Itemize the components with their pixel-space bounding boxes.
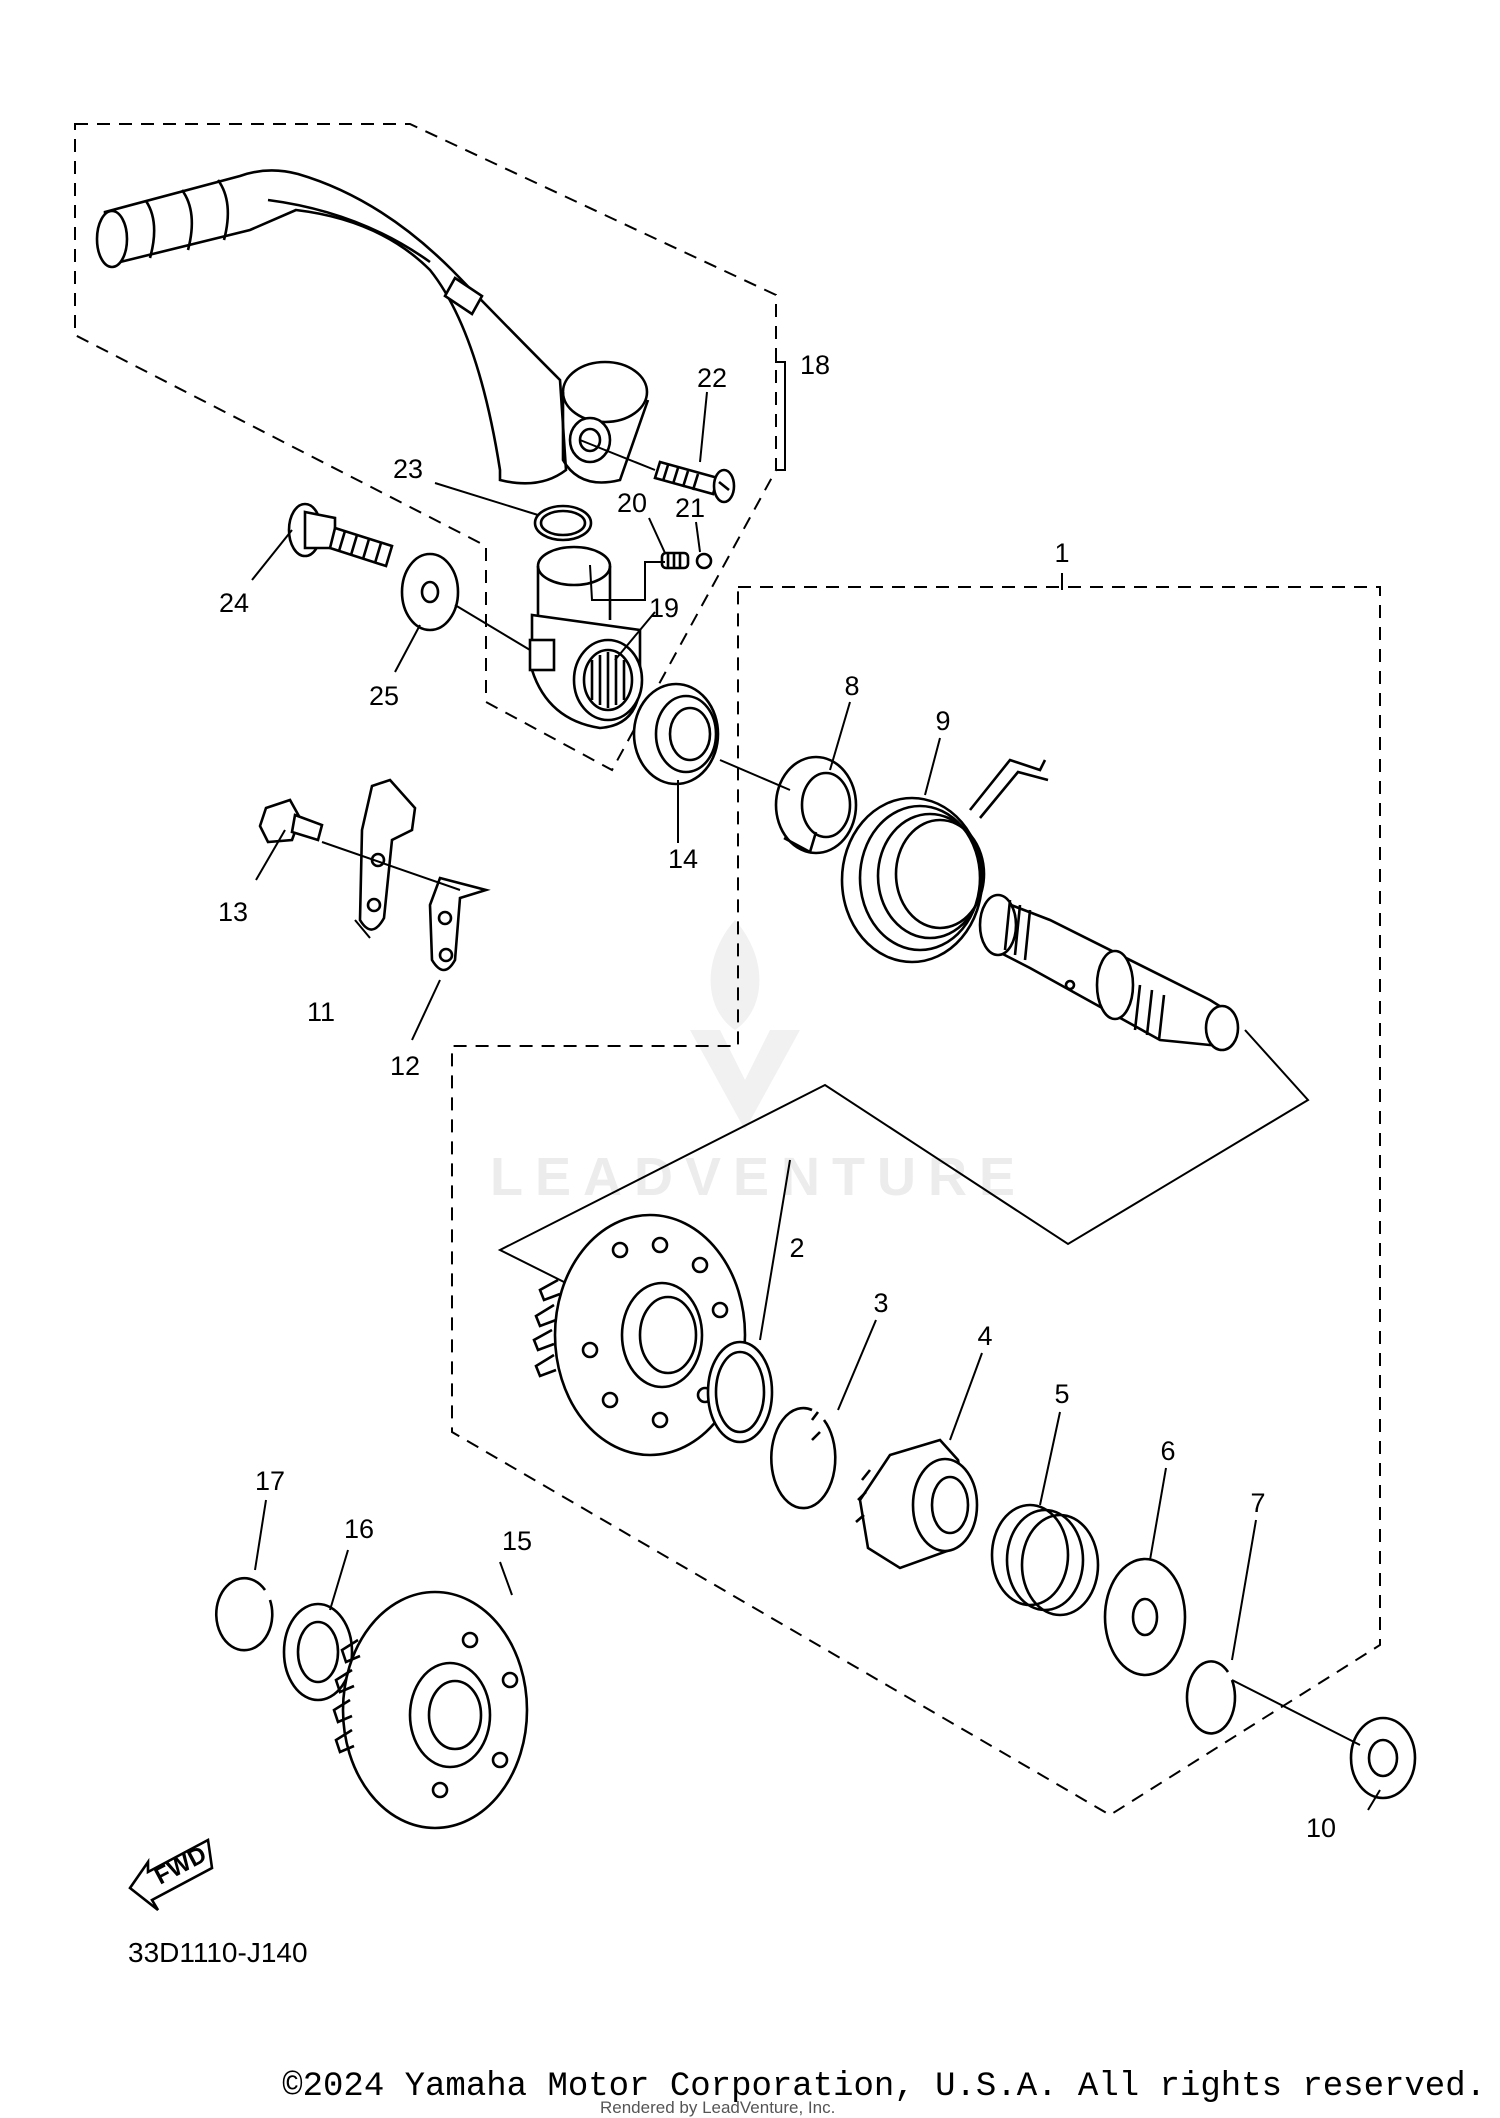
washer-2-part xyxy=(706,1340,774,1444)
callout-14: 14 xyxy=(668,844,698,874)
callout-7: 7 xyxy=(1250,1488,1265,1518)
ratchet-4-part xyxy=(855,1438,979,1570)
callout-21: 21 xyxy=(675,493,705,523)
circlip-3-part xyxy=(769,1406,837,1510)
callout-6: 6 xyxy=(1160,1436,1175,1466)
torsion-spring-9-part xyxy=(840,758,1049,964)
callout-4: 4 xyxy=(977,1321,992,1351)
o-ring-23-part xyxy=(533,504,593,542)
callout-13: 13 xyxy=(218,897,248,927)
group-1-boundary xyxy=(451,586,1381,1817)
callout-23: 23 xyxy=(393,454,423,484)
kick-lever-part xyxy=(95,169,650,485)
callout-2: 2 xyxy=(789,1233,804,1263)
callout-17: 17 xyxy=(255,1466,285,1496)
callout-1: 1 xyxy=(1054,538,1069,568)
washer-6-part xyxy=(1103,1557,1187,1677)
kick-gear-part xyxy=(532,1213,747,1457)
callout-25: 25 xyxy=(369,681,399,711)
callout-18: 18 xyxy=(800,350,830,380)
fwd-arrow-icon: FWD xyxy=(128,1837,214,1912)
bolt-24-part xyxy=(287,502,394,568)
circlip-7-part xyxy=(1185,1660,1237,1735)
kick-boss-19-part xyxy=(528,545,644,730)
callout-9: 9 xyxy=(935,706,950,736)
callout-8: 8 xyxy=(844,671,859,701)
idle-gear-15-part xyxy=(332,1590,529,1830)
washer-16-part xyxy=(282,1602,354,1702)
kick-shaft-part xyxy=(978,893,1240,1052)
callout-19: 19 xyxy=(649,593,679,623)
callout-24: 24 xyxy=(219,588,249,618)
copyright-notice: ©2024 Yamaha Motor Corporation, U.S.A. A… xyxy=(282,2068,1486,2106)
callout-22: 22 xyxy=(697,363,727,393)
stopper-guide-12-part xyxy=(428,876,491,972)
callout-10: 10 xyxy=(1306,1813,1336,1843)
callout-20: 20 xyxy=(617,488,647,518)
leadventure-watermark: LEADVENTURE xyxy=(490,920,1027,1207)
spring-20-part xyxy=(660,551,690,570)
rendered-by-notice: Rendered by LeadVenture, Inc. xyxy=(600,2098,836,2117)
callout-16: 16 xyxy=(344,1514,374,1544)
diagram-code: 33D1110-J140 xyxy=(128,1937,308,1968)
callout-3: 3 xyxy=(873,1288,888,1318)
spring-5-part xyxy=(990,1503,1100,1617)
callout-5: 5 xyxy=(1054,1379,1069,1409)
circlip-17-part xyxy=(215,1576,274,1652)
stopper-plate-11-part xyxy=(358,778,417,931)
watermark-text: LEADVENTURE xyxy=(490,1147,1027,1207)
oil-seal-14-part xyxy=(632,682,720,786)
collar-8-part xyxy=(774,755,858,855)
ball-21-part xyxy=(695,552,713,570)
callout-12: 12 xyxy=(390,1051,420,1081)
callout-15: 15 xyxy=(502,1526,532,1556)
callout-11: 11 xyxy=(307,997,335,1027)
bolt-13-part xyxy=(258,798,324,844)
washer-25-part xyxy=(400,552,460,632)
bolt-22-part xyxy=(653,460,736,504)
group-18-boundary xyxy=(74,123,777,772)
washer-10-part xyxy=(1349,1716,1417,1800)
